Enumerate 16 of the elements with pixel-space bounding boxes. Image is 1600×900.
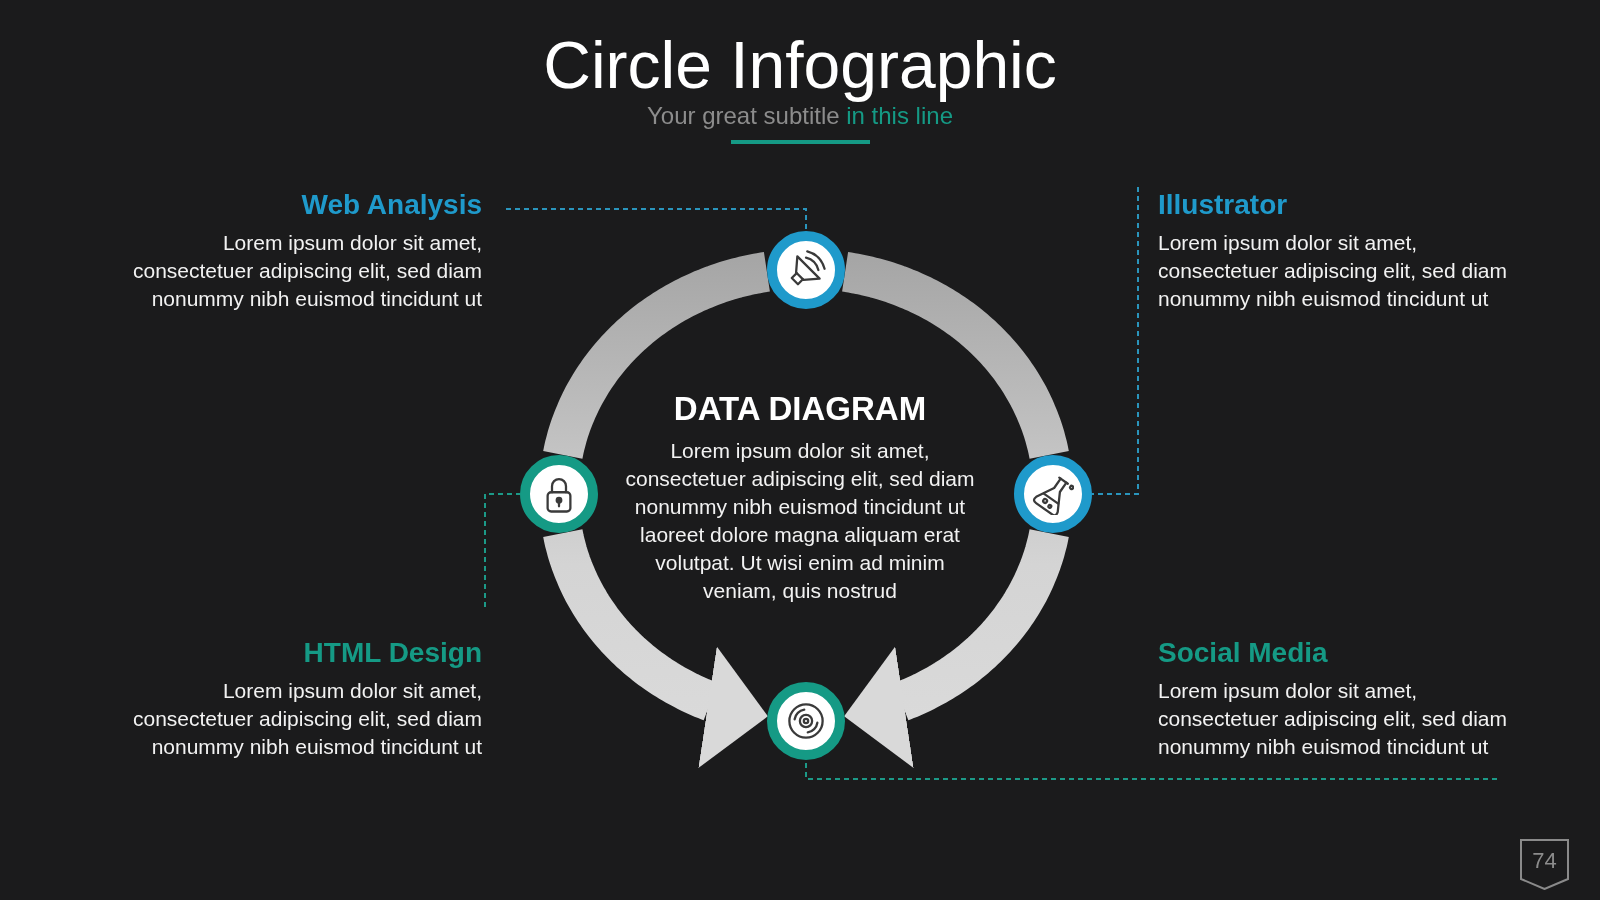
page-number-badge: 74	[1520, 839, 1569, 890]
heading: Web Analysis	[301, 188, 482, 222]
description: Lorem ipsum dolor sit amet, consectetuer adipiscing elit, sed diam nonummy nibh euismod tincidunt ut	[1158, 230, 1509, 312]
center-heading: DATA DIAGRAM	[673, 392, 927, 425]
subtitle: Your great subtitle	[647, 102, 840, 129]
center-description: Lorem ipsum dolor sit amet, consectetuer adipiscing elit, sed diam nonummy nibh euismod tincidunt ut laoreet dolore magna aliquam erat volutpat. Ut wisi enim ad minim veniam, quis nostrud	[624, 438, 976, 604]
subtitle-highlight: in this line	[846, 102, 953, 129]
description: Lorem ipsum dolor sit amet, consectetuer adipiscing elit, sed diam nonummy nibh euismod tincidunt ut	[131, 678, 482, 760]
heading: Social Media	[1158, 636, 1328, 670]
heading: HTML Design	[303, 636, 482, 670]
description: Lorem ipsum dolor sit amet, consectetuer adipiscing elit, sed diam nonummy nibh euismod tincidunt ut	[131, 230, 482, 312]
leader-line	[1091, 186, 1139, 495]
heading: Illustrator	[1158, 188, 1288, 222]
leader-line	[484, 493, 521, 608]
description: Lorem ipsum dolor sit amet, consectetuer adipiscing elit, sed diam nonummy nibh euismod tincidunt ut	[1158, 678, 1509, 760]
leader-line	[505, 208, 807, 232]
